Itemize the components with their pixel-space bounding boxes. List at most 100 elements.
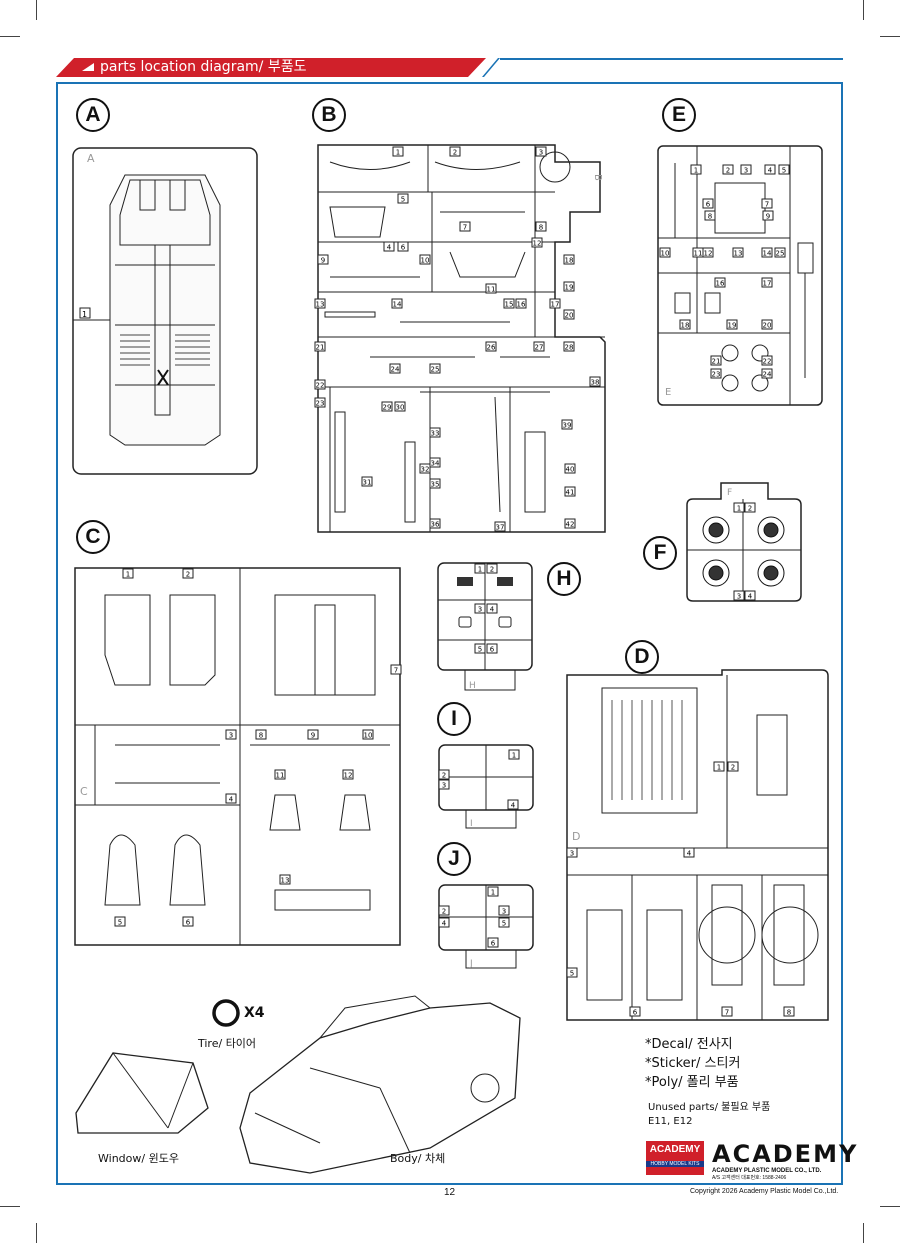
part-number: 13 (281, 877, 290, 885)
part-number: 5 (401, 196, 405, 204)
part-number: 10 (364, 732, 373, 740)
part-number-box (485, 341, 497, 352)
part-number-box (683, 847, 695, 858)
part-number-box (563, 281, 575, 292)
crop-mark (880, 1206, 900, 1207)
part-number: 11 (276, 772, 285, 780)
crop-mark (863, 1223, 864, 1243)
part-number-box (474, 603, 486, 614)
part-number-box (761, 368, 773, 379)
page-number: 12 (444, 1187, 456, 1198)
part-number: 38 (591, 379, 600, 387)
svg-text:D: D (572, 830, 580, 843)
part-number: 7 (765, 201, 769, 209)
part-number-box (778, 164, 790, 175)
part-number: 1 (717, 764, 721, 772)
crop-mark (880, 36, 900, 37)
part-number: 1 (491, 889, 495, 897)
part-number: 39 (563, 422, 572, 430)
part-number: 21 (712, 358, 721, 366)
sticker-note: *Sticker/ 스티커 (645, 1056, 741, 1071)
part-number: 1 (396, 149, 400, 157)
part-number: 5 (502, 920, 506, 928)
crop-mark (36, 0, 37, 20)
academy-badge-logo: ACADEMY HOBBY MODEL KITS (646, 1141, 704, 1175)
part-number: 31 (363, 479, 372, 487)
part-number: 3 (502, 908, 506, 916)
part-number: 2 (442, 908, 446, 916)
part-number-box (535, 221, 547, 232)
part-number: 4 (768, 167, 773, 175)
part-number: 10 (421, 257, 430, 265)
part-number: 2 (186, 571, 190, 579)
part-number-box (498, 917, 510, 928)
part-number-box (429, 363, 441, 374)
part-number-box (710, 355, 722, 366)
part-number: 4 (229, 796, 234, 804)
part-number: 9 (311, 732, 315, 740)
part-number: 7 (463, 224, 467, 232)
part-number-box (761, 277, 773, 288)
part-number-box (314, 298, 326, 309)
part-number-box (314, 397, 326, 408)
academy-wordmark-logo: ACADEMY ACADEMY PLASTIC MODEL CO., LTD. … (712, 1140, 859, 1181)
part-number-box (744, 590, 756, 601)
svg-text:I: I (470, 819, 473, 829)
part-number-box (314, 379, 326, 390)
unused-parts: Unused parts/ 불필요 부품 E11, E12 (648, 1101, 770, 1129)
part-number: 4 (442, 920, 447, 928)
part-number-box (474, 643, 486, 654)
part-number-box (314, 341, 326, 352)
part-number: 2 (453, 149, 457, 157)
part-number: 16 (517, 301, 526, 309)
part-number: 24 (391, 366, 400, 374)
part-number: 26 (487, 344, 496, 352)
part-number: 10 (661, 250, 670, 258)
part-number-box (182, 916, 194, 927)
part-number: 3 (539, 149, 543, 157)
part-number-box (629, 1006, 641, 1017)
part-number-box (721, 1006, 733, 1017)
part-number: 11 (694, 250, 703, 258)
part-number: 1 (512, 752, 516, 760)
part-number-box (429, 427, 441, 438)
part-number-box (761, 198, 773, 209)
section-e-marker: E (662, 98, 696, 132)
part-number-box (761, 319, 773, 330)
part-number: 18 (565, 257, 574, 265)
part-number-box (182, 568, 194, 579)
part-number-box (487, 937, 499, 948)
part-number: 6 (633, 1009, 638, 1017)
part-number-box (419, 463, 431, 474)
crop-mark (0, 1206, 20, 1207)
unused-title: Unused parts/ 불필요 부품 (648, 1102, 771, 1113)
part-number: 7 (725, 1009, 729, 1017)
part-number: 1 (126, 571, 130, 579)
part-number-box (563, 309, 575, 320)
part-number: 27 (535, 344, 544, 352)
part-number-box (704, 210, 716, 221)
crop-mark (36, 1223, 37, 1243)
part-number: 22 (763, 358, 772, 366)
part-number-box (438, 905, 450, 916)
part-number: 42 (566, 521, 575, 529)
part-number: 5 (782, 167, 786, 175)
tire-label: Tire/ 타이어 (198, 1037, 257, 1050)
part-number-box (255, 729, 267, 740)
part-number-box (438, 917, 450, 928)
part-number: 5 (118, 919, 122, 927)
section-d-marker: D (625, 640, 659, 674)
part-number-box (702, 198, 714, 209)
part-number-box (744, 502, 756, 513)
poly-note: *Poly/ 폴리 부품 (645, 1075, 739, 1090)
part-number-box (438, 779, 450, 790)
part-number: 6 (490, 646, 495, 654)
part-number-box (726, 319, 738, 330)
part-number-box (710, 368, 722, 379)
part-number: 3 (478, 606, 482, 614)
notes-block: *Decal/ 전사지 *Sticker/ 스티커 *Poly/ 폴리 부품 (645, 1035, 740, 1092)
